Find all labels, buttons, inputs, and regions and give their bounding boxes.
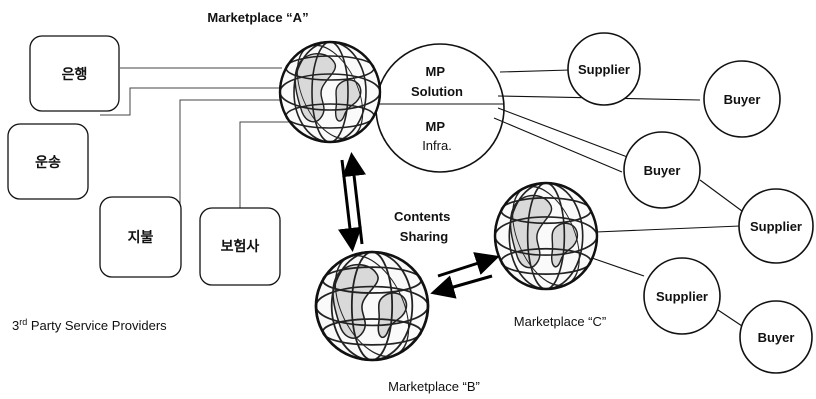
buyer-node-3[interactable] bbox=[739, 300, 813, 374]
payment-label: 지불 bbox=[128, 229, 154, 245]
mp-infra-label: MP Infra. bbox=[422, 119, 452, 153]
buyer-node-1[interactable] bbox=[703, 60, 781, 138]
participants: Supplier Buyer Buyer Supplier Supplier B… bbox=[567, 32, 814, 374]
supplier-node-1[interactable] bbox=[567, 32, 641, 106]
service-providers: 은행 운송 지불 보험사 3rd Party Service Providers bbox=[7, 35, 281, 333]
globe-a bbox=[278, 33, 382, 151]
service-providers-caption: 3rd Party Service Providers bbox=[12, 317, 167, 333]
contents-sharing-label: Contents Sharing bbox=[394, 209, 454, 244]
supplier-label-3: Supplier bbox=[656, 289, 708, 304]
supplier-label-2: Supplier bbox=[750, 219, 802, 234]
buyer-label-1: Buyer bbox=[724, 92, 761, 107]
globe-b bbox=[314, 243, 430, 369]
mp-solution-label: MP Solution bbox=[411, 64, 463, 99]
supplier-label-1: Supplier bbox=[578, 62, 630, 77]
marketplace-b-title: Marketplace “B” bbox=[388, 379, 480, 394]
marketplace-c-title: Marketplace “C” bbox=[514, 314, 606, 329]
transport-box[interactable] bbox=[7, 123, 89, 200]
insurance-box[interactable] bbox=[199, 207, 281, 286]
bank-box[interactable] bbox=[29, 35, 120, 112]
supplier-node-3[interactable] bbox=[643, 257, 721, 335]
globe-c bbox=[493, 174, 599, 298]
participant-links bbox=[493, 69, 747, 327]
marketplace-a-title: Marketplace “A” bbox=[207, 10, 308, 25]
bank-label: 은행 bbox=[62, 66, 88, 82]
buyer-node-2[interactable] bbox=[623, 131, 701, 209]
buyer-label-3: Buyer bbox=[758, 330, 795, 345]
supplier-node-2[interactable] bbox=[738, 188, 814, 264]
sharing-arrows bbox=[338, 152, 500, 299]
buyer-label-2: Buyer bbox=[644, 163, 681, 178]
insurance-label: 보험사 bbox=[221, 238, 260, 254]
provider-links bbox=[100, 67, 292, 235]
transport-label: 운송 bbox=[35, 154, 61, 170]
payment-box[interactable] bbox=[99, 196, 182, 278]
